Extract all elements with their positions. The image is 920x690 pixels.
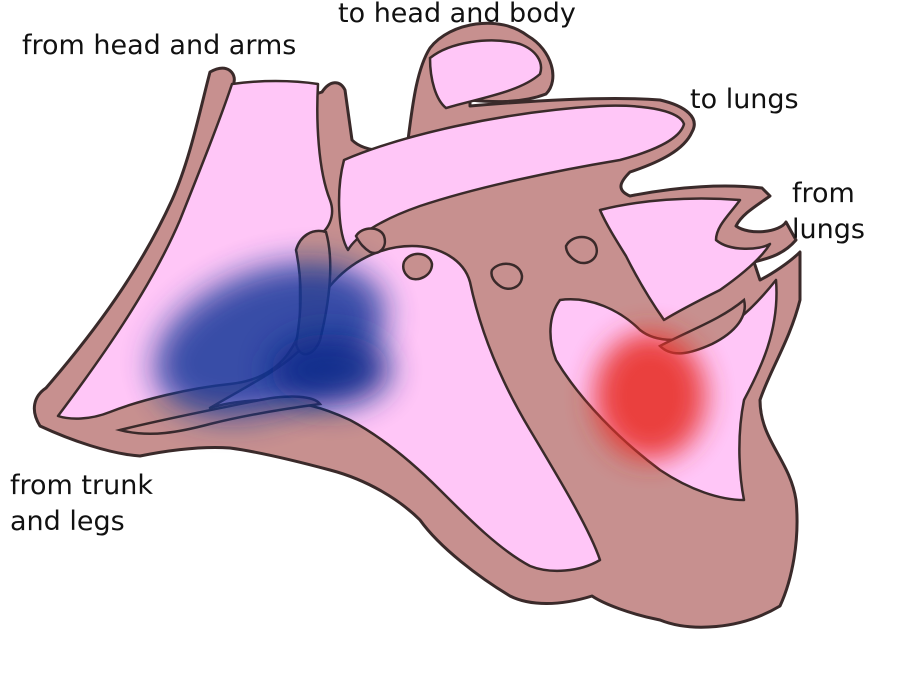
pulmonary-artery-lumen (337, 104, 686, 252)
aortic-valve-right (564, 235, 599, 265)
left-atrium (598, 197, 772, 322)
label-from-head-and-arms: from head and arms (22, 30, 297, 61)
aortic-valve-left (490, 262, 524, 290)
aorta-opening (428, 39, 543, 110)
label-from-trunk-and-legs: from trunk and legs (10, 470, 153, 537)
deoxygenated-blood-core (270, 334, 390, 406)
pulmonary-valve-left (354, 227, 387, 255)
label-to-lungs: to lungs (690, 84, 799, 115)
label-to-head-and-body: to head and body (338, 0, 576, 29)
label-from-lungs: from lungs (792, 178, 865, 245)
pulmonary-valve-right (402, 252, 434, 281)
oxygenated-blood (594, 332, 706, 460)
